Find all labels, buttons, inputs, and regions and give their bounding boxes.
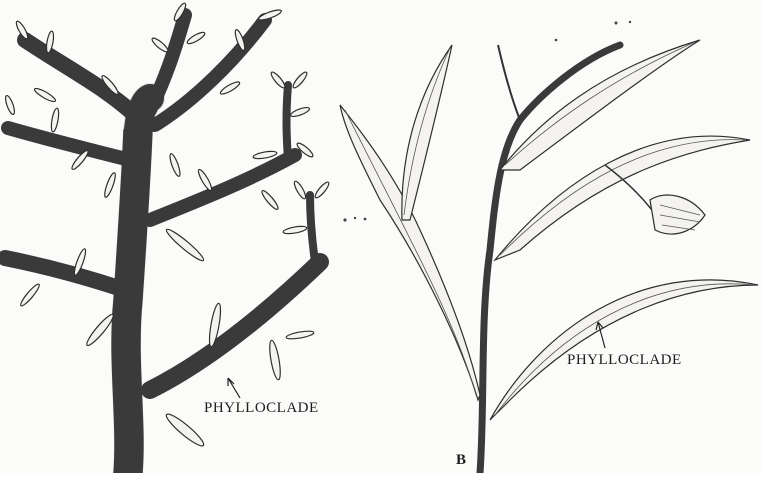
phylloclade-label-left: PHYLLOCLADE (204, 400, 319, 417)
right-phylloclade-plant (340, 40, 758, 473)
panel-b-label: B (456, 452, 467, 469)
right-phylloclades (340, 40, 758, 420)
left-label-pointer (228, 378, 240, 398)
phylloclade-label-right: PHYLLOCLADE (567, 352, 682, 369)
